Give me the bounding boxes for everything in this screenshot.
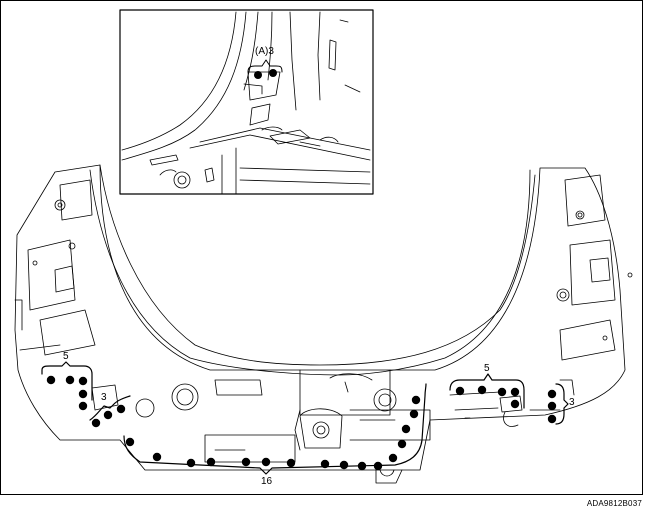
left-upper-weld-count: 5 <box>63 351 69 362</box>
weld-dot <box>373 461 383 471</box>
weld-dot <box>510 399 520 409</box>
weld-dot <box>261 457 271 467</box>
right-side-weld-count: 3 <box>569 397 575 408</box>
inset-frame <box>119 9 374 195</box>
weld-braces <box>41 361 569 475</box>
weld-dot <box>320 459 330 469</box>
inset-weld-label: (A)3 <box>255 46 274 57</box>
weld-dot <box>254 71 262 79</box>
body-linework <box>14 164 633 484</box>
weld-dot <box>397 439 407 449</box>
weld-dot <box>388 453 398 463</box>
weld-dot <box>510 387 520 397</box>
weld-dot <box>186 458 196 468</box>
weld-dot <box>269 69 277 77</box>
weld-dots <box>46 375 557 471</box>
weld-dot <box>547 414 557 424</box>
inset-detail <box>119 9 374 195</box>
weld-dot <box>125 437 135 447</box>
weld-dot <box>241 457 251 467</box>
bottom-weld-count: 16 <box>261 476 273 487</box>
weld-dot <box>411 395 421 405</box>
figure-frame <box>0 0 643 495</box>
weld-dot <box>401 424 411 434</box>
weld-dot <box>409 409 419 419</box>
weld-dot <box>455 386 465 396</box>
inset-weld-brace <box>247 59 283 73</box>
brace-right-side <box>555 383 569 425</box>
weld-dot <box>477 385 487 395</box>
weld-dot <box>339 460 349 470</box>
weld-dot <box>286 458 296 468</box>
figure-code: ADA9812B037 <box>586 499 642 508</box>
weld-dot <box>91 418 101 428</box>
inset-linework <box>121 11 371 195</box>
brace-left-upper <box>41 361 93 401</box>
weld-dot <box>103 410 113 420</box>
weld-dot <box>152 452 162 462</box>
weld-dot <box>78 376 88 386</box>
weld-dot <box>65 375 75 385</box>
weld-dot <box>547 401 557 411</box>
brace-left-lower <box>89 395 131 421</box>
weld-dot <box>357 461 367 471</box>
weld-dot <box>78 401 88 411</box>
weld-dot <box>116 404 126 414</box>
weld-dot <box>547 389 557 399</box>
brace-right-upper <box>449 373 525 409</box>
brace-bottom <box>123 383 427 475</box>
weld-dot <box>497 387 507 397</box>
left-lower-weld-count: 3 <box>101 392 107 403</box>
right-upper-weld-count: 5 <box>484 363 490 374</box>
weld-dot <box>206 457 216 467</box>
weld-dot <box>46 375 56 385</box>
weld-dot <box>78 389 88 399</box>
